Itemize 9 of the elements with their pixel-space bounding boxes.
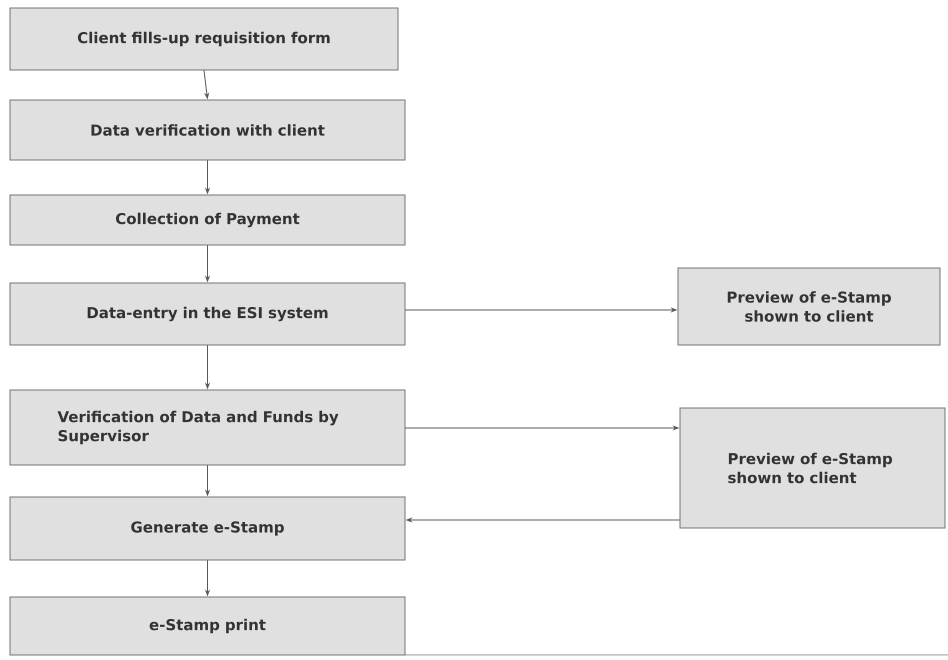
process-box: Preview of e-Stamp shown to client — [678, 268, 940, 346]
process-box: Data-entry in the ESI system — [10, 282, 406, 346]
process-box: Data verification with client — [10, 100, 406, 160]
process-box: Collection of Payment — [10, 194, 406, 246]
process-box: e-Stamp print — [10, 596, 406, 656]
process-box: Client fills-up requisition form — [10, 8, 398, 70]
process-box: Preview of e-Stamp shown to client — [680, 408, 946, 528]
process-box: Generate e-Stamp — [10, 496, 406, 560]
process-box: Verification of Data and Funds by Supervisor — [10, 390, 406, 466]
